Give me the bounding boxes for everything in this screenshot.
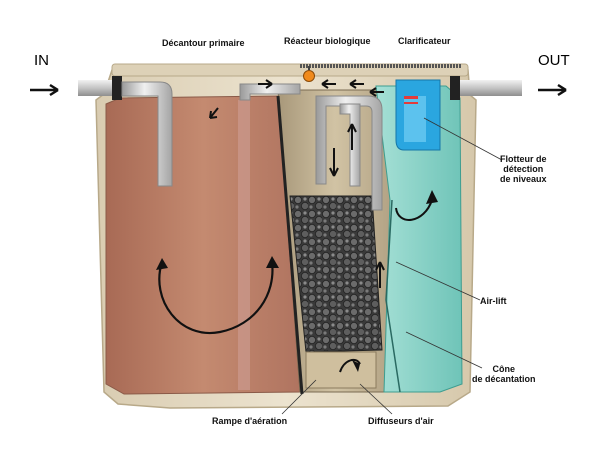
out-label: OUT [538,52,570,69]
outlet-coupling [450,76,460,100]
filter-media [289,195,383,353]
inlet-tee [121,81,173,187]
decantation-cone-label: Cône de décantation [472,364,536,384]
float-sensor [404,96,418,99]
level-float-label-line3: de niveaux [500,174,547,184]
transfer-pipe [239,83,301,101]
primary-settler-label: Décantour primaire [162,38,245,48]
primary-circulation-arrow [158,261,274,335]
reactor-bottom-swirl [339,358,361,373]
in-arrow-icon [30,83,59,97]
clarifier-label: Clarificateur [398,36,451,46]
separator-wall [276,95,304,395]
primary-settler-chamber [105,95,301,395]
decantation-cone-label-line1: Cône [492,364,516,374]
inlet-coupling [112,76,122,100]
clarifier-circulation-arrow [395,199,433,221]
outlet-pipe [456,80,522,96]
primary-inner-pipe [238,100,250,390]
leader-float [423,117,503,161]
flow-arrow-top [258,79,273,89]
airlift-return-pipe [315,95,383,211]
level-float-label-line1: Flotteur de [500,154,547,164]
aeration-ramp-label: Rampe d'aération [212,416,288,426]
level-float-label: Flotteur de détection de niveaux [500,154,547,184]
decantation-cone [385,199,401,393]
reactor-down-arrow [329,148,339,177]
airlift-label: Air-lift [480,296,507,306]
leader-ramp [281,379,317,415]
air-diffusers-label: Diffuseurs d'air [368,416,434,426]
clarifier-chamber [375,85,463,393]
inlet-pipe [78,80,118,96]
leader-cone [405,331,483,369]
decantation-cone-label-line2: de décantation [472,374,536,384]
primary-inflow-arrow [209,107,219,119]
airlift-up-arrow [375,261,385,288]
reactor-feed-pipe [339,103,361,187]
in-label: IN [34,52,49,69]
out-arrow-icon [538,83,567,97]
leader-diffusers [359,383,393,415]
level-float-label-line2: détection [503,164,544,174]
air-valve [303,70,315,82]
reactor-up-arrow [347,123,357,150]
leader-airlift [395,261,481,301]
bio-reactor-label: Réacteur biologique [284,36,371,46]
